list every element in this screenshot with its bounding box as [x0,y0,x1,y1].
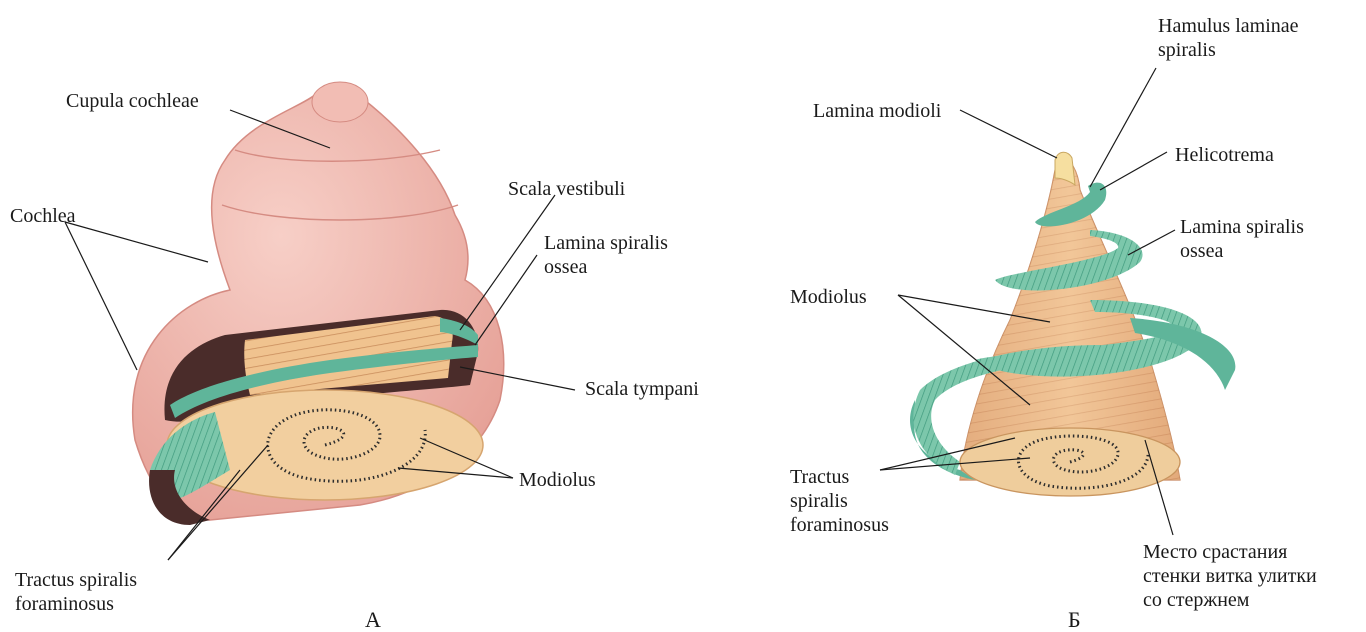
label-lamina-spiralis-ossea-a: Lamina spiralis ossea [544,231,668,279]
label-helicotrema: Helicotrema [1175,143,1274,167]
label-lamina-modioli: Lamina modioli [813,99,941,123]
label-scala-tympani: Scala tympani [585,377,699,401]
label-modiolus-b: Modiolus [790,285,867,309]
panel-letter-b: Б [1068,608,1081,632]
panel-letter-a: А [365,608,381,632]
label-hamulus-laminae-spiralis: Hamulus laminae spiralis [1158,14,1299,62]
label-lamina-spiralis-ossea-b: Lamina spiralis ossea [1180,215,1304,263]
label-cupula-cochleae: Cupula cochleae [66,89,199,113]
panel-b-illustration [910,152,1235,496]
label-tractus-a: Tractus spiralis foraminosus [15,568,137,616]
label-cochlea: Cochlea [10,204,76,228]
label-tractus-b: Tractus spiralis foraminosus [790,465,889,537]
label-modiolus-a: Modiolus [519,468,596,492]
panel-a-illustration [133,82,504,525]
label-mesto-srastaniya: Место срастания стенки витка улитки со с… [1143,540,1317,612]
label-scala-vestibuli: Scala vestibuli [508,177,625,201]
